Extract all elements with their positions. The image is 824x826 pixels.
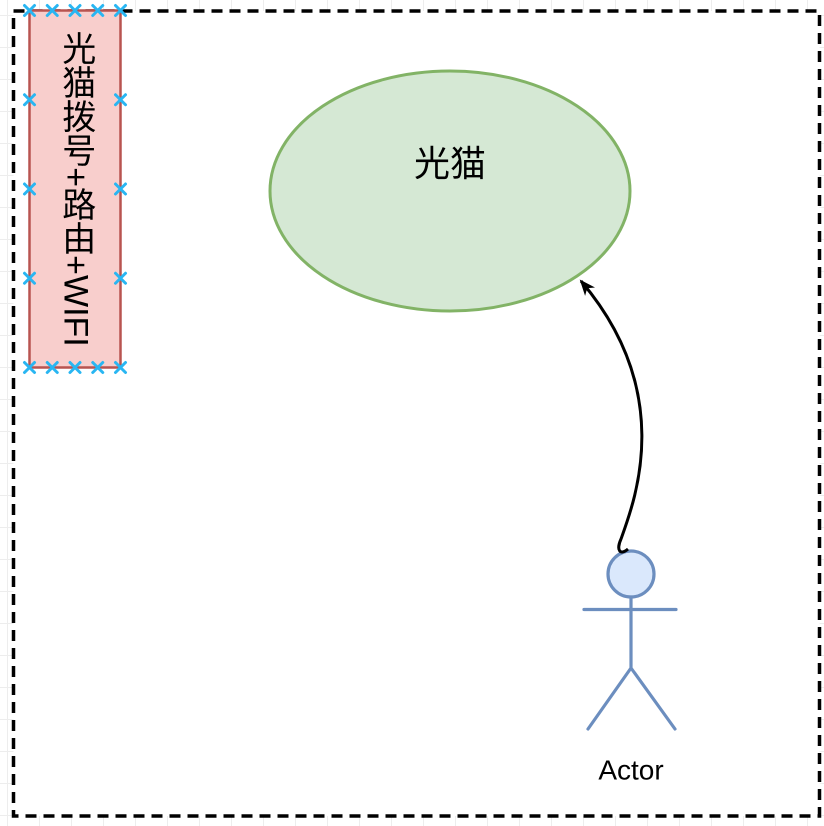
modem-ellipse-shape[interactable] [268,69,632,313]
connection-point-icon[interactable] [114,271,127,285]
connection-point-icon[interactable] [68,361,82,374]
connection-point-icon[interactable] [91,4,105,17]
connection-point-icon[interactable] [23,361,36,374]
connection-point-icon[interactable] [23,93,36,107]
actor-shape[interactable] [582,549,678,731]
actor-head[interactable] [606,549,656,599]
actor-to-modem-connector[interactable] [579,279,644,554]
connection-point-icon[interactable] [114,182,127,196]
modem-router-rect-label: 光猫拨号+路由+WIFI [56,31,95,347]
connection-point-icon[interactable] [91,361,105,374]
connection-point-icon[interactable] [68,4,82,17]
connection-point-icon[interactable] [114,93,127,107]
connection-point-icon[interactable] [23,4,36,17]
modem-router-rect-shape[interactable] [28,9,122,369]
modem-ellipse-label: 光猫 [413,143,487,185]
connection-point-icon[interactable] [114,361,127,374]
connection-point-icon[interactable] [23,271,36,285]
actor-label: Actor [598,754,664,786]
connection-point-icon[interactable] [45,361,59,374]
connection-point-icon[interactable] [114,4,127,17]
connection-points [23,4,127,374]
actor-body[interactable] [582,595,678,731]
connection-point-icon[interactable] [45,4,59,17]
connection-point-icon[interactable] [23,182,36,196]
